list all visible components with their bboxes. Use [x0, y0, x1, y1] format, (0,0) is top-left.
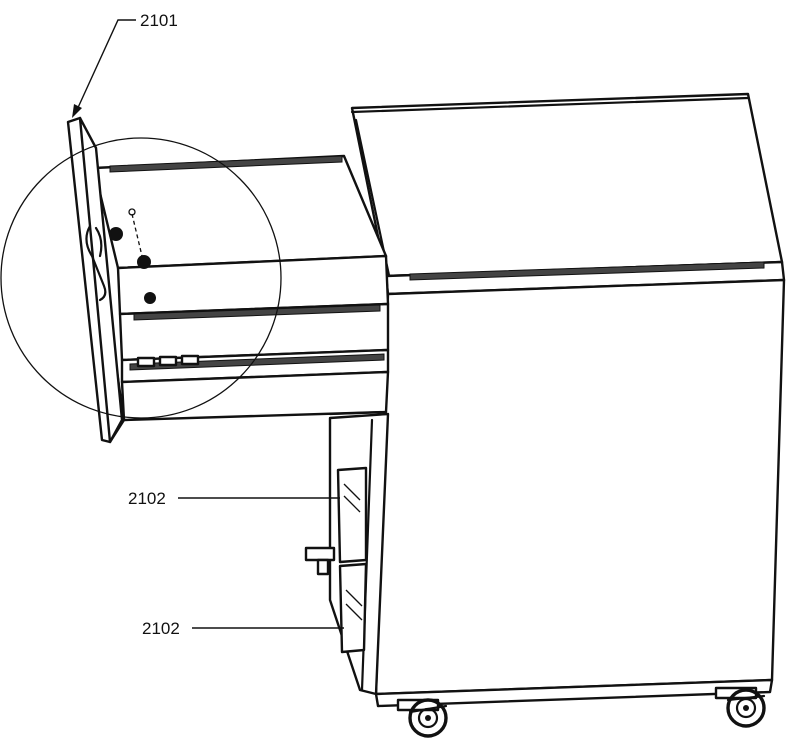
- cabinet-front: [374, 278, 786, 696]
- label-2102-lower: 2102: [142, 619, 344, 638]
- drawer-slides: [304, 466, 368, 654]
- reference-label-2102-upper: 2102: [128, 489, 166, 508]
- middle-rail-groove: [133, 304, 381, 321]
- leader-line-2101: [75, 19, 136, 113]
- drawer-top-groove: [109, 155, 343, 173]
- slide-bracket: [304, 546, 336, 562]
- top-back-edge: [350, 96, 750, 114]
- caster-wheel-icon: [714, 686, 766, 728]
- cabinet-body: [328, 92, 786, 708]
- lower-slide: [338, 562, 368, 654]
- drawer-latch: [85, 224, 107, 302]
- front-top-groove: [409, 261, 765, 281]
- drawer-top-opening: [92, 154, 388, 270]
- upper-slide: [336, 466, 368, 564]
- reference-label-2101: 2101: [140, 11, 178, 30]
- detail-circle: [0, 137, 282, 419]
- mounting-screw-icon: [109, 208, 156, 304]
- reference-label-2102-lower: 2102: [142, 619, 180, 638]
- arrow-head-icon: [72, 104, 82, 118]
- cabinet-top: [350, 92, 784, 278]
- drawer: [66, 116, 390, 444]
- slide-channel-groove: [129, 353, 385, 371]
- label-2102-upper: 2102: [128, 489, 340, 508]
- cabinet-base: [374, 678, 774, 708]
- label-2101: 2101: [72, 11, 178, 118]
- slide-hardware: [136, 354, 200, 368]
- caster-wheel-icon: [396, 698, 448, 738]
